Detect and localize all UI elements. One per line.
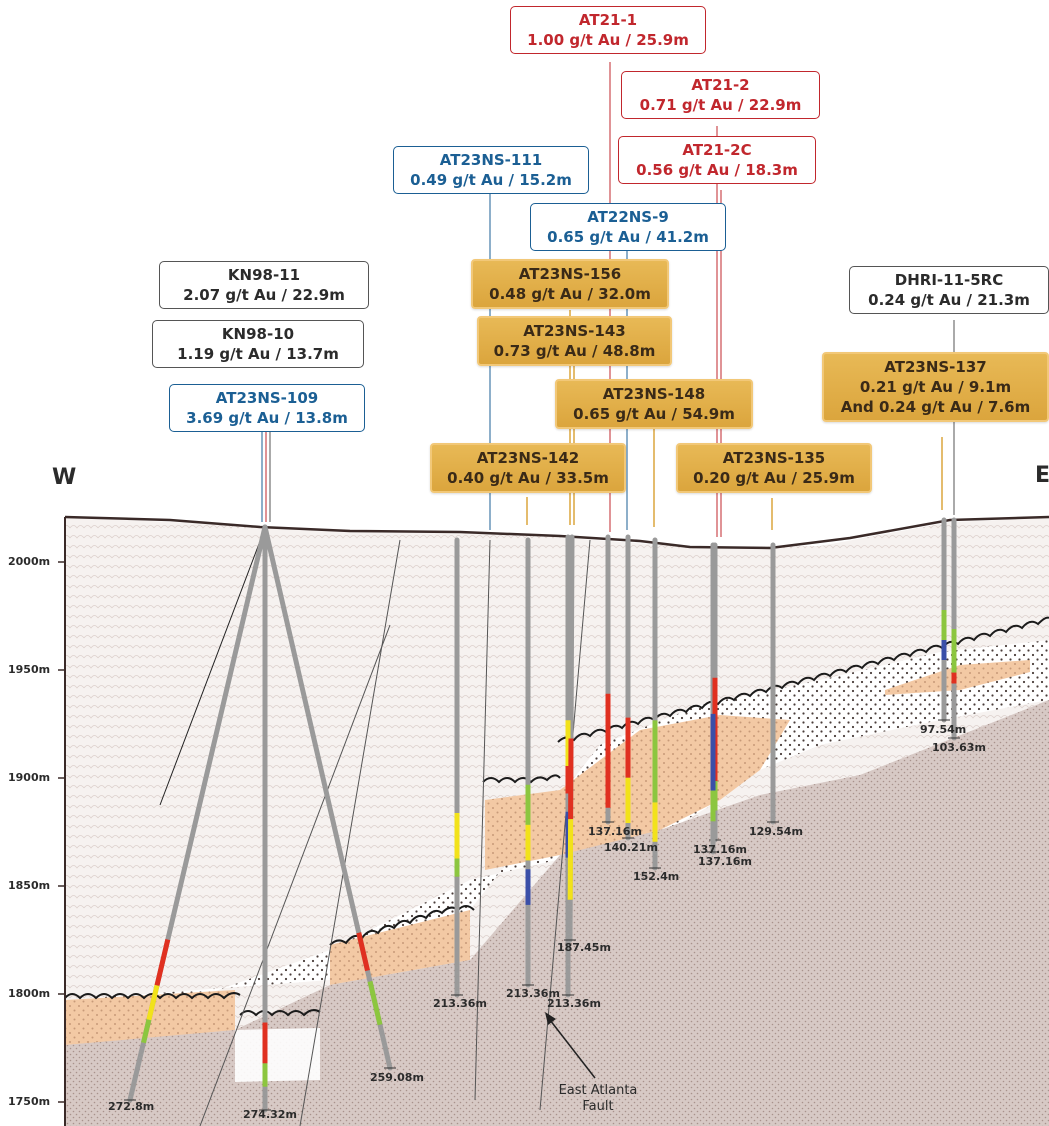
callout-hole-id: AT23NS-148 xyxy=(602,385,706,403)
hole-depth-label: 137.16m xyxy=(698,855,752,868)
callout-at23ns-148: AT23NS-148 0.65 g/t Au / 54.9m xyxy=(555,379,753,429)
callout-kn98-11: KN98-11 2.07 g/t Au / 22.9m xyxy=(159,261,369,309)
hole-depth-label: 213.36m xyxy=(506,987,560,1000)
west-label: W xyxy=(52,465,77,490)
elevation-label: 1800m xyxy=(8,987,51,1000)
callout-hole-id: AT23NS-135 xyxy=(722,449,826,467)
hole-depth-label: 103.63m xyxy=(932,741,986,754)
ground-surface xyxy=(64,515,1049,550)
fault-block xyxy=(235,1028,320,1082)
callout-grade: 0.56 g/t Au / 18.3m xyxy=(636,161,798,179)
elevation-label: 1750m xyxy=(8,1095,51,1108)
contact-line xyxy=(482,774,561,784)
callout-grade: 0.65 g/t Au / 54.9m xyxy=(573,405,735,423)
assay-interval xyxy=(356,932,370,972)
callout-hole-id: AT23NS-109 xyxy=(215,389,319,407)
callout-kn98-10: KN98-10 1.19 g/t Au / 13.7m xyxy=(152,320,364,368)
callout-hole-id: AT21-2 xyxy=(691,76,750,94)
callout-hole-id: AT21-2C xyxy=(682,141,752,159)
callout-at21-2c: AT21-2C 0.56 g/t Au / 18.3m xyxy=(618,136,816,184)
hole-depth-label: 272.8m xyxy=(108,1100,155,1113)
callout-at23ns-156: AT23NS-156 0.48 g/t Au / 32.0m xyxy=(471,259,669,309)
fault-arrowhead xyxy=(545,1012,556,1025)
hole-depth-label: 137.16m xyxy=(693,843,747,856)
elevation-label: 1850m xyxy=(8,879,51,892)
callout-grade: 3.69 g/t Au / 13.8m xyxy=(186,409,348,427)
hole-depth-label: 152.4m xyxy=(633,870,680,883)
callout-hole-id: KN98-10 xyxy=(221,325,295,343)
callout-grade: 0.65 g/t Au / 41.2m xyxy=(547,228,709,246)
hole-depth-label: 129.54m xyxy=(749,825,803,838)
east-label: E xyxy=(1035,463,1049,488)
callout-grade: 1.19 g/t Au / 13.7m xyxy=(177,345,339,363)
callout-grade: 0.71 g/t Au / 22.9m xyxy=(639,96,802,114)
drill-hole-trace xyxy=(262,524,393,1071)
contact-line xyxy=(239,1009,321,1017)
callout-grade: 0.24 g/t Au / 21.3m xyxy=(868,291,1030,309)
callout-grade: 0.49 g/t Au / 15.2m xyxy=(410,171,572,189)
callout-hole-id: AT23NS-137 xyxy=(884,358,987,376)
callout-hole-id: AT23NS-143 xyxy=(523,322,626,340)
east-atlanta-fault-label: East Atlanta Fault xyxy=(548,1083,648,1115)
callout-at23ns-109: AT23NS-109 3.69 g/t Au / 13.8m xyxy=(169,384,365,432)
elevation-label: 1900m xyxy=(8,771,51,784)
callout-grade: 2.07 g/t Au / 22.9m xyxy=(183,286,345,304)
fault-arrow xyxy=(549,1019,596,1079)
fault-line xyxy=(299,539,401,1126)
hole-depth-label: 140.21m xyxy=(604,841,658,854)
assay-interval xyxy=(141,1019,152,1044)
callout-at22ns-9: AT22NS-9 0.65 g/t Au / 41.2m xyxy=(530,203,726,251)
callout-dhri-11-5rc: DHRI-11-5RC 0.24 g/t Au / 21.3m xyxy=(849,266,1049,314)
fault-label-line1: East Atlanta xyxy=(558,1083,638,1098)
assay-interval xyxy=(154,938,171,986)
callout-hole-id: AT22NS-9 xyxy=(587,208,669,226)
callout-grade: 0.40 g/t Au / 33.5m xyxy=(447,469,609,487)
hole-depth-label: 137.16m xyxy=(588,825,642,838)
elevation-label: 1950m xyxy=(8,663,51,676)
elevation-ticks xyxy=(58,561,65,1103)
contact-line xyxy=(64,992,241,1000)
fault-line xyxy=(199,624,391,1126)
callout-at23ns-143: AT23NS-143 0.73 g/t Au / 48.8m xyxy=(477,316,672,366)
callout-hole-id: KN98-11 xyxy=(227,266,301,284)
hole-depth-label: 213.36m xyxy=(433,997,487,1010)
callout-at21-1: AT21-1 1.00 g/t Au / 25.9m xyxy=(510,6,706,54)
elevation-label: 2000m xyxy=(8,555,51,568)
callout-grade: 0.21 g/t Au / 9.1m xyxy=(859,378,1012,396)
contact-line xyxy=(557,616,1049,743)
callout-grade: 0.20 g/t Au / 25.9m xyxy=(693,469,855,487)
callout-grade: 1.00 g/t Au / 25.9m xyxy=(527,31,689,49)
hole-depth-label: 213.36m xyxy=(547,997,601,1010)
callout-grade: 0.48 g/t Au / 32.0m xyxy=(489,285,651,303)
callout-hole-id: AT23NS-142 xyxy=(476,449,580,467)
callout-at23ns-135: AT23NS-135 0.20 g/t Au / 25.9m xyxy=(676,443,872,493)
mineralized-zone xyxy=(885,660,1030,695)
callout-hole-id: AT23NS-156 xyxy=(518,265,622,283)
callout-grade: 0.73 g/t Au / 48.8m xyxy=(493,342,656,360)
callout-at23ns-111: AT23NS-111 0.49 g/t Au / 15.2m xyxy=(393,146,589,194)
fault-line xyxy=(474,539,491,1101)
callout-hole-id: AT21-1 xyxy=(578,11,638,29)
callout-hole-id: DHRI-11-5RC xyxy=(894,271,1004,289)
callout-grade-secondary: And 0.24 g/t Au / 7.6m xyxy=(840,398,1031,416)
contact-line xyxy=(329,905,475,946)
hole-depth-label: 97.54m xyxy=(920,723,967,736)
callout-at23ns-142: AT23NS-142 0.40 g/t Au / 33.5m xyxy=(430,443,626,493)
assay-interval xyxy=(146,984,160,1021)
hole-depth-label: 259.08m xyxy=(370,1071,424,1084)
assay-interval xyxy=(367,980,383,1026)
fault-label-line2: Fault xyxy=(582,1099,614,1114)
drill-holes xyxy=(124,517,960,1113)
fault-line xyxy=(159,527,266,806)
callout-hole-id: AT23NS-111 xyxy=(439,151,543,169)
callout-at23ns-137: AT23NS-137 0.21 g/t Au / 9.1m And 0.24 g… xyxy=(822,352,1049,422)
callout-at21-2: AT21-2 0.71 g/t Au / 22.9m xyxy=(621,71,820,119)
hole-depth-label: 274.32m xyxy=(243,1108,297,1121)
hole-depth-label: 187.45m xyxy=(557,941,611,954)
